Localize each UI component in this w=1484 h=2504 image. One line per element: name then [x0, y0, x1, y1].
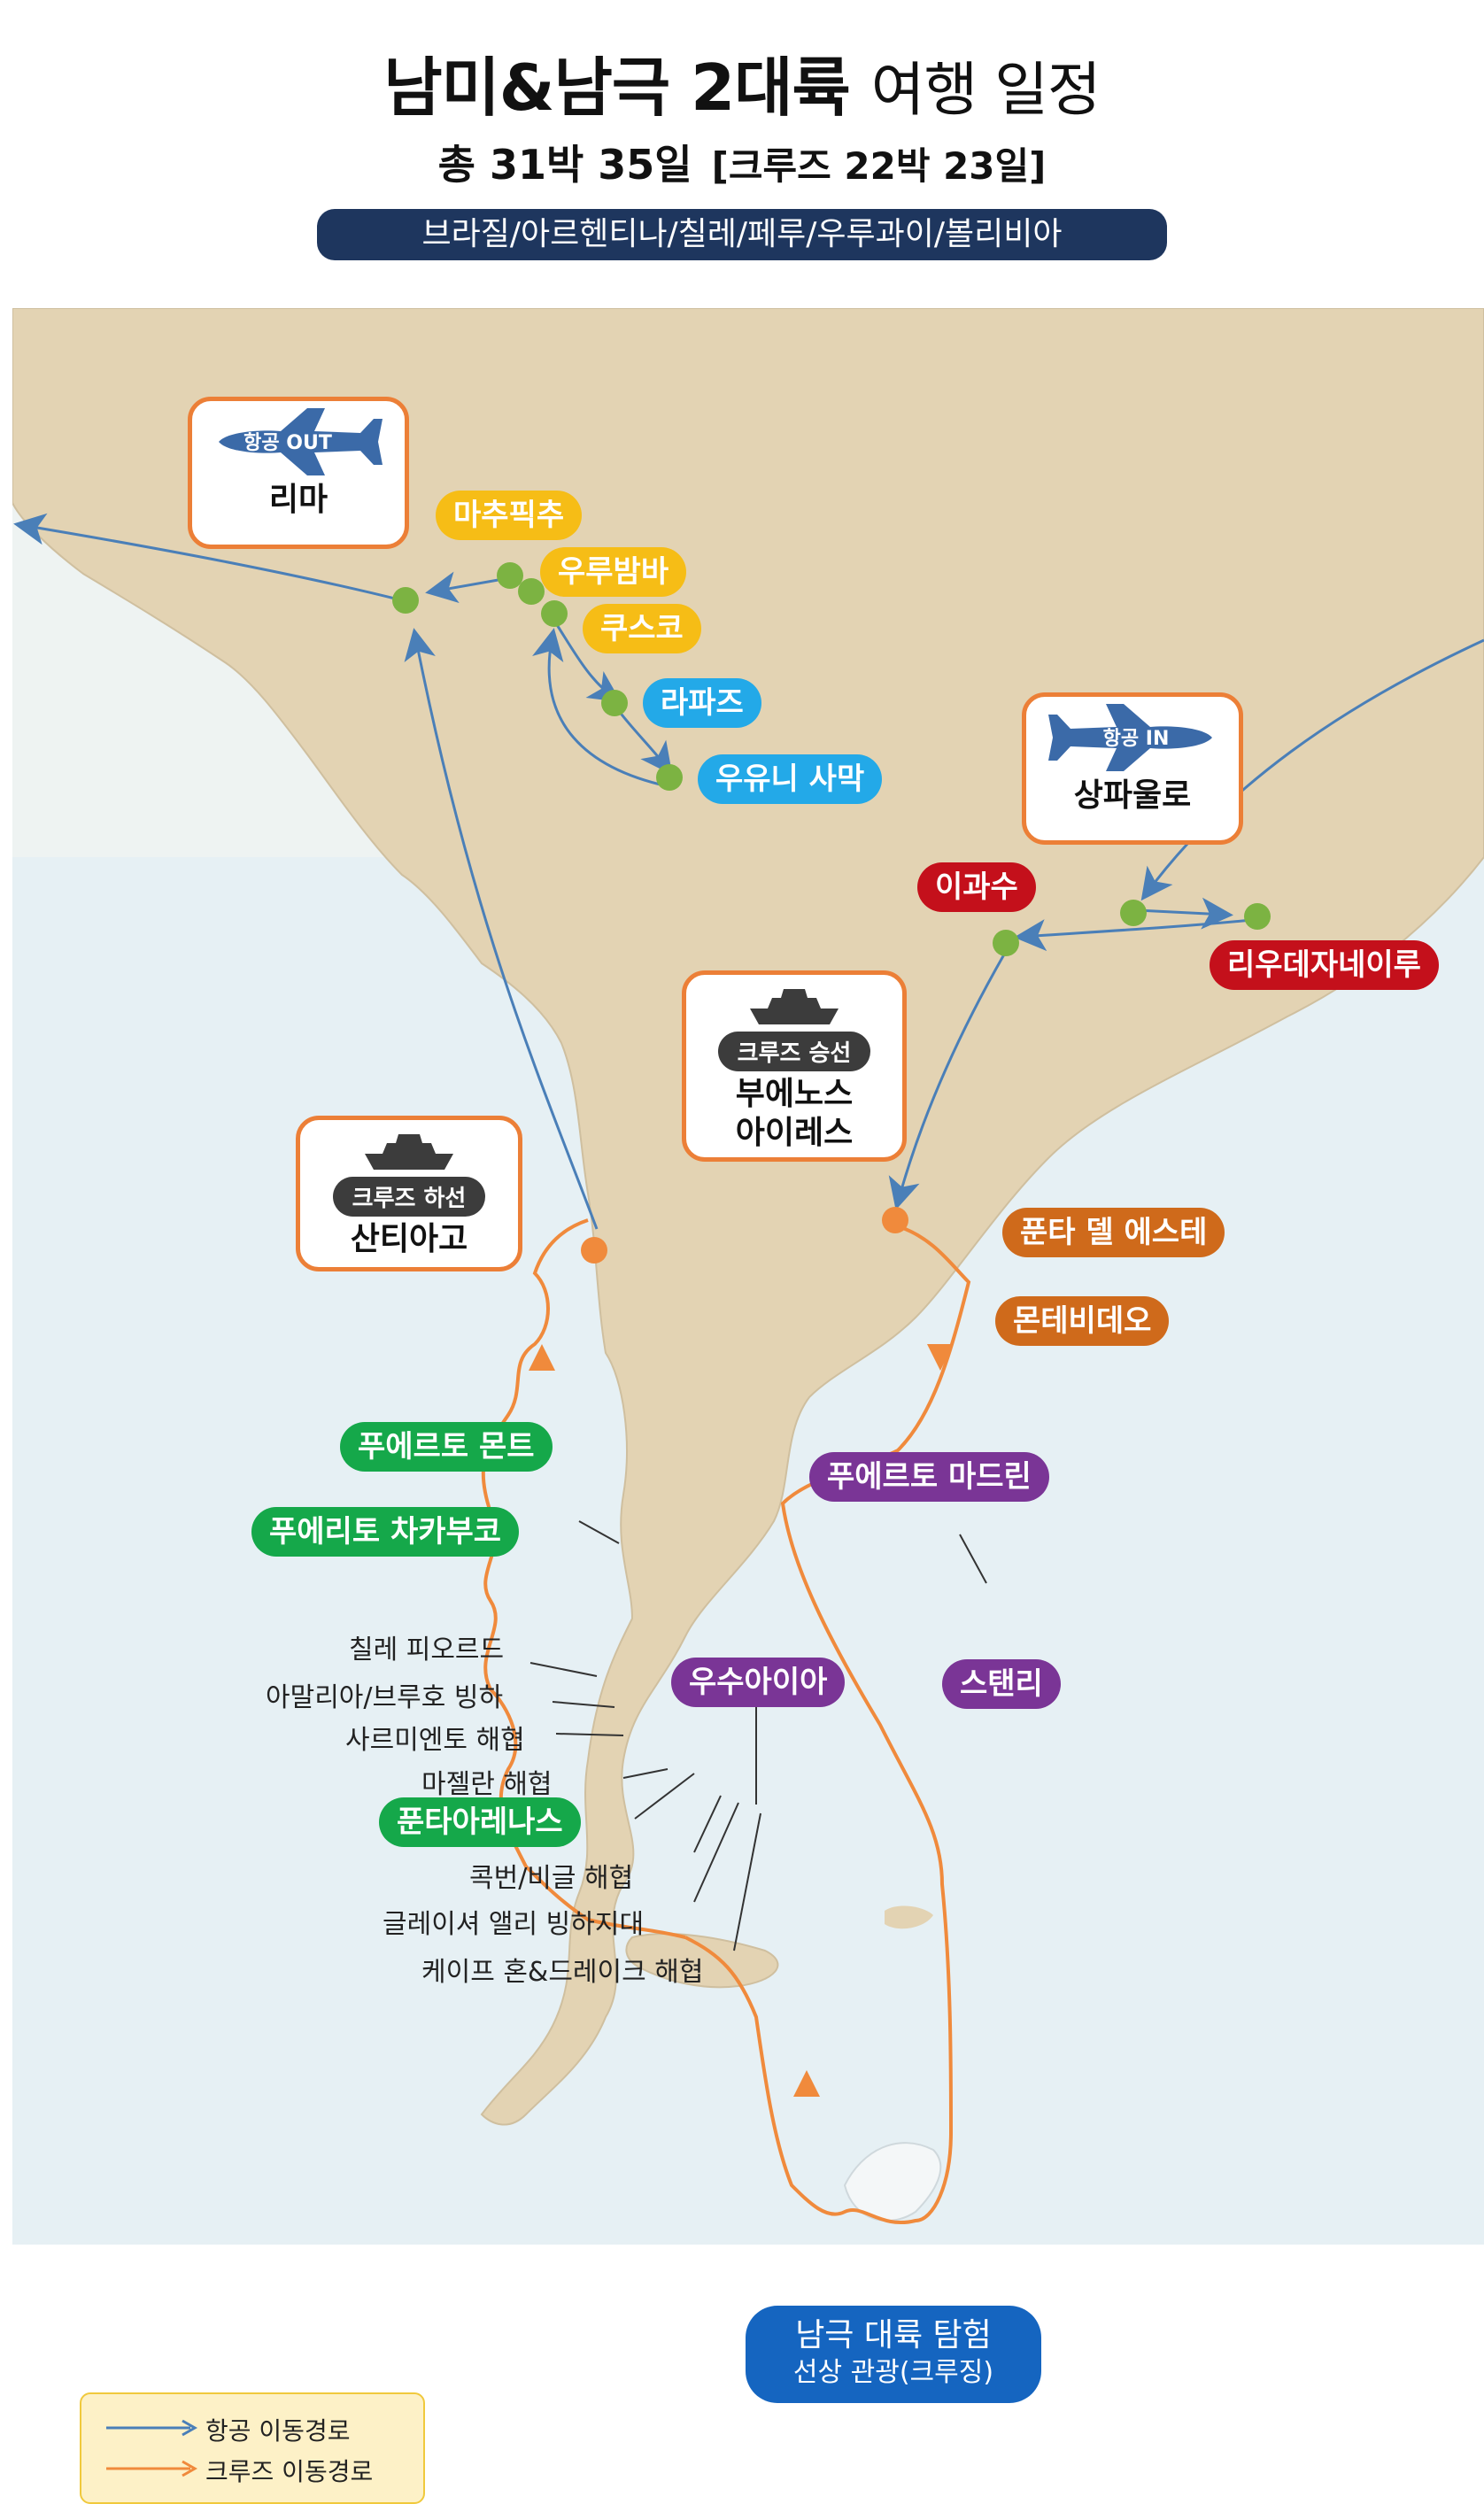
title-main: 남미&남극 2대륙: [383, 50, 850, 125]
dot-saopaulo: [1120, 900, 1147, 926]
label-puertochacabuco: 푸에리토 차카부코: [251, 1507, 520, 1557]
callout-saopaulo-name: 상파울로: [1073, 777, 1192, 814]
legend-cruise: 크루즈 이동경로: [205, 2457, 374, 2486]
label-capehorn: 케이프 혼&드레이크 해협: [421, 1957, 704, 1988]
map-svg: [12, 308, 1484, 2245]
air-route-iguazu: [1014, 917, 1262, 952]
cruise-arrow-pacific: [529, 1344, 555, 1371]
cruise-arrow-atlantic: [927, 1344, 954, 1371]
dot-urubamba: [518, 578, 545, 605]
page-title: 남미&남극 2대륙 여행 일정: [0, 35, 1484, 128]
air-route-cusco-lapaz: [551, 617, 622, 702]
antarctic-line1: 남극 대륙 탐험: [795, 2317, 992, 2353]
label-magellan: 마젤란 해협: [421, 1769, 553, 1800]
legend-air: 항공 이동경로: [205, 2416, 351, 2446]
air-route-rio: [1136, 897, 1233, 930]
label-urubamba: 우루밤바: [540, 547, 687, 597]
callout-santiago-tag: 크루즈 하선: [332, 1177, 486, 1217]
label-machupicchu: 마추픽추: [436, 491, 583, 540]
antarctic-peninsula: [843, 2142, 942, 2222]
antarctic-expedition-badge: 남극 대륙 탐험 선상 관광(크루징): [746, 2306, 1041, 2403]
air-route-lapaz-uyuni: [617, 710, 673, 776]
callout-buenosaires-name-line2: 아이레스: [735, 1115, 854, 1151]
legend-swatches: [106, 2419, 198, 2477]
dot-iguazu: [993, 930, 1019, 956]
cruise-route-atlantic: [684, 1225, 971, 2224]
countries-badge: 브라질/아르헨티나/칠레/페루/우루과이/볼리비아: [317, 209, 1167, 260]
stop-dots: [392, 562, 1271, 1264]
cruise-ship-icon: [365, 1134, 453, 1170]
label-puertomontt: 푸에르토 몬트: [340, 1422, 553, 1472]
label-puertomadryn: 푸에르토 마드린: [809, 1452, 1049, 1502]
dot-lapaz: [601, 690, 628, 716]
legend: 항공 이동경로 크루즈 이동경로: [80, 2392, 425, 2504]
dot-uyuni: [656, 764, 683, 791]
label-lapaz: 라파즈: [643, 678, 761, 728]
label-amalia: 아말리아/브루호 빙하: [266, 1682, 504, 1713]
callout-buenosaires: 크루즈 승선 부에노스 아이레스: [682, 970, 907, 1162]
cruise-arrow-antarctic: [793, 2070, 820, 2097]
dot-santiago: [581, 1237, 607, 1264]
callout-saopaulo: 항공 IN 상파울로: [1022, 692, 1243, 845]
title-rest: 여행 일정: [870, 56, 1101, 124]
subtitle-total: 총 31박 35일: [437, 141, 692, 189]
cruise-ship-icon: [750, 989, 839, 1024]
callout-lima-name: 리마: [268, 482, 328, 518]
label-uyuni: 우유니 사막: [698, 754, 883, 804]
antarctic-line2: 선상 관광(크루징): [792, 2357, 994, 2388]
label-fjord: 칠레 피오르드: [349, 1635, 505, 1665]
air-route-uyuni-cusco: [532, 628, 669, 788]
page-subtitle: 총 31박 35일 [크루즈 22박 23일]: [0, 133, 1484, 191]
callout-buenosaires-name-line1: 부에노스: [735, 1076, 854, 1112]
header: 남미&남극 2대륙 여행 일정 총 31박 35일 [크루즈 22박 23일] 브…: [0, 0, 1484, 301]
label-glacier-alley: 글레이셔 앨리 빙하지대: [383, 1909, 645, 1940]
label-puntadeleste: 푼타 델 에스테: [1002, 1208, 1225, 1257]
callout-buenosaires-tag: 크루즈 승선: [717, 1032, 871, 1071]
callout-santiago: 크루즈 하선 산티아고: [296, 1116, 522, 1271]
label-rio: 리우데자네이루: [1210, 940, 1439, 990]
air-route-buenosaires: [888, 954, 1006, 1210]
label-cusco: 쿠스코: [583, 604, 701, 653]
label-iguazu: 이과수: [917, 862, 1036, 912]
plane-icon: 항공 IN: [1048, 704, 1212, 771]
callout-lima: 항공 OUT 리마: [188, 397, 409, 549]
callout-saopaulo-tag: 항공 IN: [1103, 728, 1170, 750]
label-puntaarenas: 푼타아레나스: [379, 1797, 581, 1847]
dot-machupicchu: [497, 562, 523, 589]
air-route-entry: [1140, 638, 1484, 901]
route-map: 항공 OUT 리마 항공 IN 상파울로 크루즈 승선 부에노스 아이레스 크루…: [12, 308, 1484, 2504]
label-ushuaia: 우수아이아: [671, 1658, 846, 1707]
label-cockburn: 콕번/비글 해협: [469, 1863, 634, 1894]
air-route-santiago-lima: [404, 628, 599, 1230]
dot-rio: [1244, 903, 1271, 930]
air-route-machu-lima: [425, 571, 509, 604]
label-stanley: 스탠리: [942, 1659, 1061, 1709]
label-sarmiento: 사르미엔토 해협: [345, 1725, 525, 1756]
dot-buenosaires: [882, 1207, 908, 1233]
plane-icon: 항공 OUT: [219, 408, 383, 475]
falkland-islands: [885, 1905, 933, 1929]
label-montevideo: 몬테비데오: [995, 1296, 1170, 1346]
dot-cusco: [541, 600, 568, 627]
cruise-route-pacific: [481, 1218, 686, 1939]
air-route-exit: [13, 513, 403, 602]
callout-santiago-name: 산티아고: [350, 1221, 468, 1257]
tierra-del-fuego: [625, 1933, 779, 1989]
dot-lima: [392, 587, 419, 614]
subtitle-cruise: [크루즈 22박 23일]: [711, 144, 1047, 188]
leader-lines: [529, 1520, 987, 1951]
callout-lima-tag: 항공 OUT: [243, 432, 332, 454]
